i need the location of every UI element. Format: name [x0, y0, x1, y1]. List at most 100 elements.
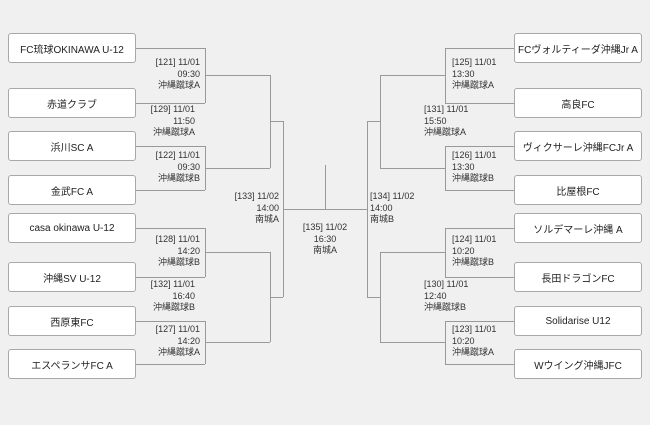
- match-time: 09:30: [177, 161, 200, 172]
- team-box[interactable]: 浜川SC A: [8, 131, 136, 161]
- bracket-line: [283, 209, 367, 210]
- bracket-line: [270, 297, 283, 298]
- match-venue: 沖縄蹴球A: [157, 347, 200, 357]
- bracket-line: [205, 342, 270, 343]
- team-box[interactable]: FC琉球OKINAWA U-12: [8, 33, 136, 63]
- match-venue: 南城A: [254, 214, 279, 224]
- team-box[interactable]: 赤道クラブ: [8, 88, 136, 118]
- team-box[interactable]: Solidarise U12: [514, 306, 642, 336]
- bracket-line: [136, 321, 205, 322]
- bracket-line: [367, 297, 380, 298]
- bracket-line: [136, 228, 205, 229]
- match-venue: 沖縄蹴球B: [157, 173, 200, 183]
- match-venue: 沖縄蹴球B: [452, 257, 495, 267]
- match-id: [128] 11/01: [155, 234, 200, 244]
- match-time: 14:20: [177, 335, 200, 346]
- bracket-line: [136, 146, 205, 147]
- bracket-line: [445, 321, 514, 322]
- match-label: [125] 11/01 13:30 沖縄蹴球A: [452, 57, 552, 92]
- match-label: [128] 11/01 14:20 沖縄蹴球B: [100, 234, 200, 269]
- match-venue: 沖縄蹴球A: [152, 127, 195, 137]
- bracket-line: [136, 48, 205, 49]
- team-box[interactable]: 沖縄SV U-12: [8, 262, 136, 292]
- bracket-line: [367, 121, 380, 122]
- match-label: [133] 11/02 14:00 南城A: [179, 191, 279, 226]
- bracket-line: [136, 190, 205, 191]
- match-venue: 沖縄蹴球A: [452, 347, 495, 357]
- match-id: [135] 11/02: [302, 222, 348, 232]
- match-id: [124] 11/01: [452, 234, 497, 244]
- bracket-line: [445, 364, 514, 365]
- match-time: 13:30: [452, 68, 475, 79]
- match-venue: 南城A: [312, 245, 337, 255]
- match-time: 11:50: [173, 115, 195, 126]
- match-venue: 沖縄蹴球B: [452, 173, 495, 183]
- bracket-line: [205, 75, 270, 76]
- match-id: [125] 11/01: [452, 57, 497, 67]
- match-time: 12:40: [424, 290, 447, 301]
- match-label: [131] 11/01 15:50 沖縄蹴球A: [424, 104, 524, 139]
- match-venue: 南城B: [370, 214, 395, 224]
- match-time: 14:00: [256, 202, 279, 213]
- bracket-line: [270, 121, 283, 122]
- match-id: [123] 11/01: [452, 324, 497, 334]
- match-venue: 沖縄蹴球B: [424, 302, 467, 312]
- match-id: [132] 11/01: [150, 279, 195, 289]
- match-id: [129] 11/01: [150, 104, 195, 114]
- match-time: 14:20: [177, 245, 200, 256]
- match-label: [123] 11/01 10:20 沖縄蹴球A: [452, 324, 552, 359]
- bracket-line: [325, 165, 326, 209]
- bracket-line: [136, 364, 205, 365]
- team-box[interactable]: ヴィクサーレ沖縄FCJr A: [514, 131, 642, 161]
- team-box[interactable]: 金武FC A: [8, 175, 136, 205]
- match-label: [132] 11/01 16:40 沖縄蹴球B: [95, 279, 195, 314]
- match-id: [122] 11/01: [155, 150, 200, 160]
- bracket-line: [205, 252, 270, 253]
- match-id: [121] 11/01: [155, 57, 200, 67]
- match-time: 13:30: [452, 161, 475, 172]
- match-label: [127] 11/01 14:20 沖縄蹴球A: [100, 324, 200, 359]
- match-time: 14:00: [370, 202, 393, 213]
- match-id: [134] 11/02: [370, 191, 415, 201]
- team-box[interactable]: エスペランサFC A: [8, 349, 136, 379]
- bracket-line: [445, 277, 514, 278]
- match-venue: 沖縄蹴球A: [452, 80, 495, 90]
- match-id: [126] 11/01: [452, 150, 497, 160]
- match-time: 16:40: [172, 290, 195, 301]
- match-venue: 沖縄蹴球B: [152, 302, 195, 312]
- team-box[interactable]: 比屋根FC: [514, 175, 642, 205]
- bracket-line: [205, 168, 270, 169]
- bracket-line: [445, 190, 514, 191]
- match-label: [134] 11/02 14:00 南城B: [370, 191, 470, 226]
- team-box[interactable]: 高良FC: [514, 88, 642, 118]
- match-venue: 沖縄蹴球A: [157, 80, 200, 90]
- match-venue: 沖縄蹴球B: [157, 257, 200, 267]
- bracket-line: [445, 48, 514, 49]
- bracket-line: [445, 228, 446, 277]
- match-label: [135] 11/02 16:30 南城A: [275, 222, 375, 257]
- match-label: [121] 11/01 09:30 沖縄蹴球A: [100, 57, 200, 92]
- match-id: [133] 11/02: [234, 191, 279, 201]
- match-label: [126] 11/01 13:30 沖縄蹴球B: [452, 150, 552, 185]
- match-id: [131] 11/01: [424, 104, 469, 114]
- bracket-line: [445, 146, 446, 190]
- team-box[interactable]: 長田ドラゴンFC: [514, 262, 642, 292]
- bracket-line: [445, 48, 446, 103]
- team-box[interactable]: casa okinawa U-12: [8, 213, 136, 243]
- bracket-line: [380, 252, 445, 253]
- match-id: [130] 11/01: [424, 279, 469, 289]
- match-time: 09:30: [177, 68, 200, 79]
- match-label: [122] 11/01 09:30 沖縄蹴球B: [100, 150, 200, 185]
- bracket-line: [380, 342, 445, 343]
- team-box[interactable]: 西原東FC: [8, 306, 136, 336]
- match-time: 10:20: [452, 245, 475, 256]
- bracket-line: [380, 75, 381, 168]
- bracket-line: [445, 103, 514, 104]
- team-box[interactable]: Wウイング沖縄JFC: [514, 349, 642, 379]
- team-box[interactable]: ソルデマーレ沖縄 A: [514, 213, 642, 243]
- bracket-line: [136, 103, 205, 104]
- team-box[interactable]: FCヴォルティーダ沖縄Jr A: [514, 33, 642, 63]
- bracket-line: [380, 168, 445, 169]
- match-time: 10:20: [452, 335, 475, 346]
